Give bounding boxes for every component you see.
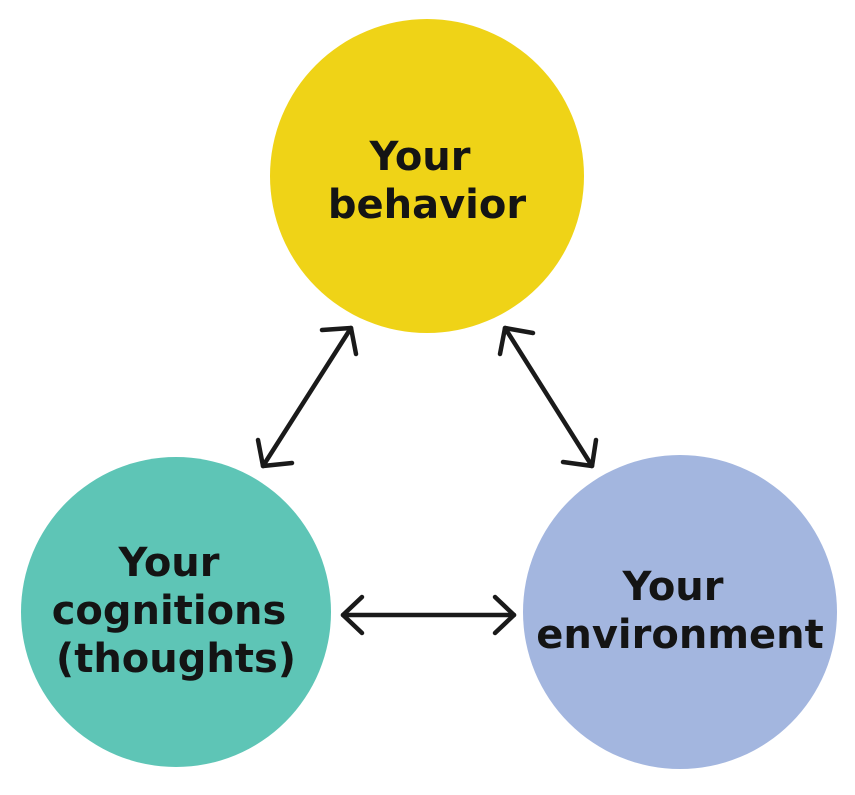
environment-label-line-2: environment bbox=[536, 612, 823, 658]
arrow-cognitions-environment bbox=[340, 594, 517, 636]
arrowhead-up-icon bbox=[319, 325, 359, 357]
behavior-circle bbox=[270, 19, 584, 333]
behavior-label: Your behavior bbox=[328, 134, 526, 228]
arrow-shaft bbox=[260, 325, 354, 469]
arrow-shaft bbox=[502, 325, 595, 469]
arrowhead-up-icon bbox=[497, 325, 536, 357]
environment-circle bbox=[523, 455, 837, 769]
cognitions-circle bbox=[21, 457, 331, 767]
cognitions-label: Your cognitions (thoughts) bbox=[52, 540, 301, 682]
arrowhead-right-icon bbox=[492, 594, 517, 636]
cognitions-label-line-2: cognitions bbox=[52, 588, 287, 634]
environment-label-line-1: Your bbox=[622, 564, 724, 610]
arrowhead-left-icon bbox=[340, 594, 365, 636]
environment-label: Your environment bbox=[536, 564, 823, 658]
behavior-label-line-1: Your bbox=[369, 134, 471, 180]
arrowhead-down-icon bbox=[560, 437, 599, 469]
arrow-behavior-cognitions bbox=[255, 325, 359, 469]
cognitions-label-line-1: Your bbox=[118, 540, 220, 586]
arrow-behavior-environment bbox=[497, 325, 599, 469]
cognitions-label-line-3: (thoughts) bbox=[56, 636, 296, 682]
behavior-label-line-2: behavior bbox=[328, 182, 526, 228]
arrowhead-down-icon bbox=[255, 437, 295, 469]
